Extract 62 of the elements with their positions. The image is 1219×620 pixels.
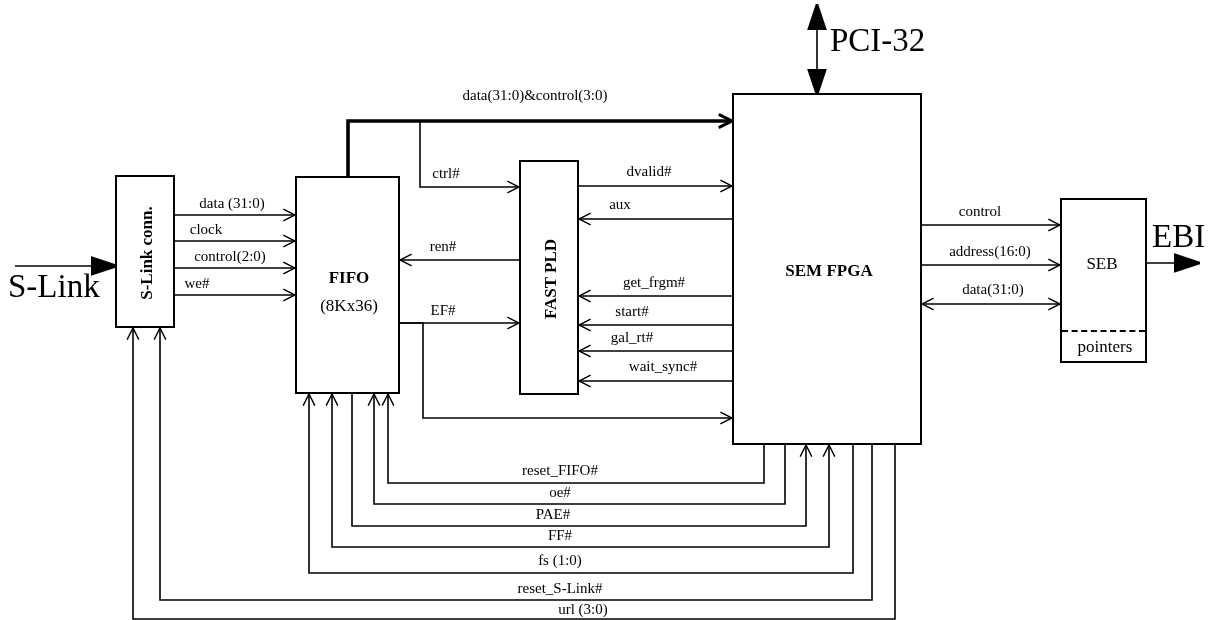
arrow (351, 393, 813, 527)
block-label: (8Kx36) (320, 296, 378, 316)
arrow (578, 344, 733, 358)
edge-label: gal_rt# (610, 329, 654, 346)
arrow (578, 289, 733, 303)
arrow (399, 253, 520, 267)
double-arrow (325, 393, 836, 548)
arrow (921, 218, 1061, 232)
double-arrow (921, 297, 1061, 311)
edge-label: data(31:0) (962, 281, 1024, 298)
block-box (732, 93, 922, 445)
block-box (115, 175, 175, 328)
edge-label: data (31:0) (199, 195, 265, 212)
edge-label: url (3:0) (558, 601, 608, 618)
edge-label: reset_FIFO# (522, 462, 598, 479)
signal-label: PCI-32 (830, 22, 926, 58)
edge-label: oe# (549, 484, 571, 501)
edge-label: fs (1:0) (538, 552, 582, 569)
edge-label: FF# (547, 527, 573, 544)
edge-label: control(2:0) (194, 248, 266, 265)
arrow (578, 318, 733, 332)
arrow (174, 208, 296, 222)
arrow (578, 212, 733, 226)
edge-label: wait_sync# (628, 358, 698, 375)
arrow (578, 374, 733, 388)
arrow (174, 234, 296, 248)
signal-label: EBI (1152, 218, 1206, 254)
arrow (347, 120, 520, 194)
edge-label: reset_S-Link# (517, 580, 603, 597)
block-label: SEB (1086, 254, 1118, 274)
signal-label: S-Link (8, 268, 100, 304)
block-box (295, 176, 400, 394)
edge-label: ren# (429, 238, 457, 255)
arrow (921, 258, 1061, 272)
edge-label: data(31:0)&control(3:0) (462, 87, 608, 104)
edge-label: ctrl# (432, 165, 460, 182)
edge-label: EF# (430, 302, 456, 319)
edge-label: address(16:0) (949, 243, 1031, 260)
edge-label: clock (189, 221, 223, 238)
arrow (302, 393, 854, 574)
block-box (1060, 198, 1147, 363)
edge-label: we# (184, 275, 210, 292)
arrow (399, 322, 733, 425)
arrow (381, 393, 765, 484)
edge-label: control (958, 203, 1002, 220)
edge-label: aux (609, 196, 631, 213)
block-label: pointers (1077, 337, 1133, 357)
arrow (174, 261, 296, 275)
arrow (346, 112, 734, 176)
arrow (1146, 253, 1202, 273)
edge-label: start# (615, 303, 649, 320)
edge-label: PAE# (535, 506, 571, 523)
arrow (174, 288, 296, 302)
arrow (578, 179, 733, 193)
block-label: FIFO (328, 268, 370, 288)
block-label: SEM FPGA (785, 261, 873, 281)
arrow (367, 393, 786, 505)
edge-label: dvalid# (626, 163, 672, 180)
edge-label: get_frgm# (622, 274, 686, 291)
block-label: S-Link conn. (137, 206, 157, 300)
block-box (519, 160, 579, 395)
block-label: FAST PLD (541, 238, 561, 320)
